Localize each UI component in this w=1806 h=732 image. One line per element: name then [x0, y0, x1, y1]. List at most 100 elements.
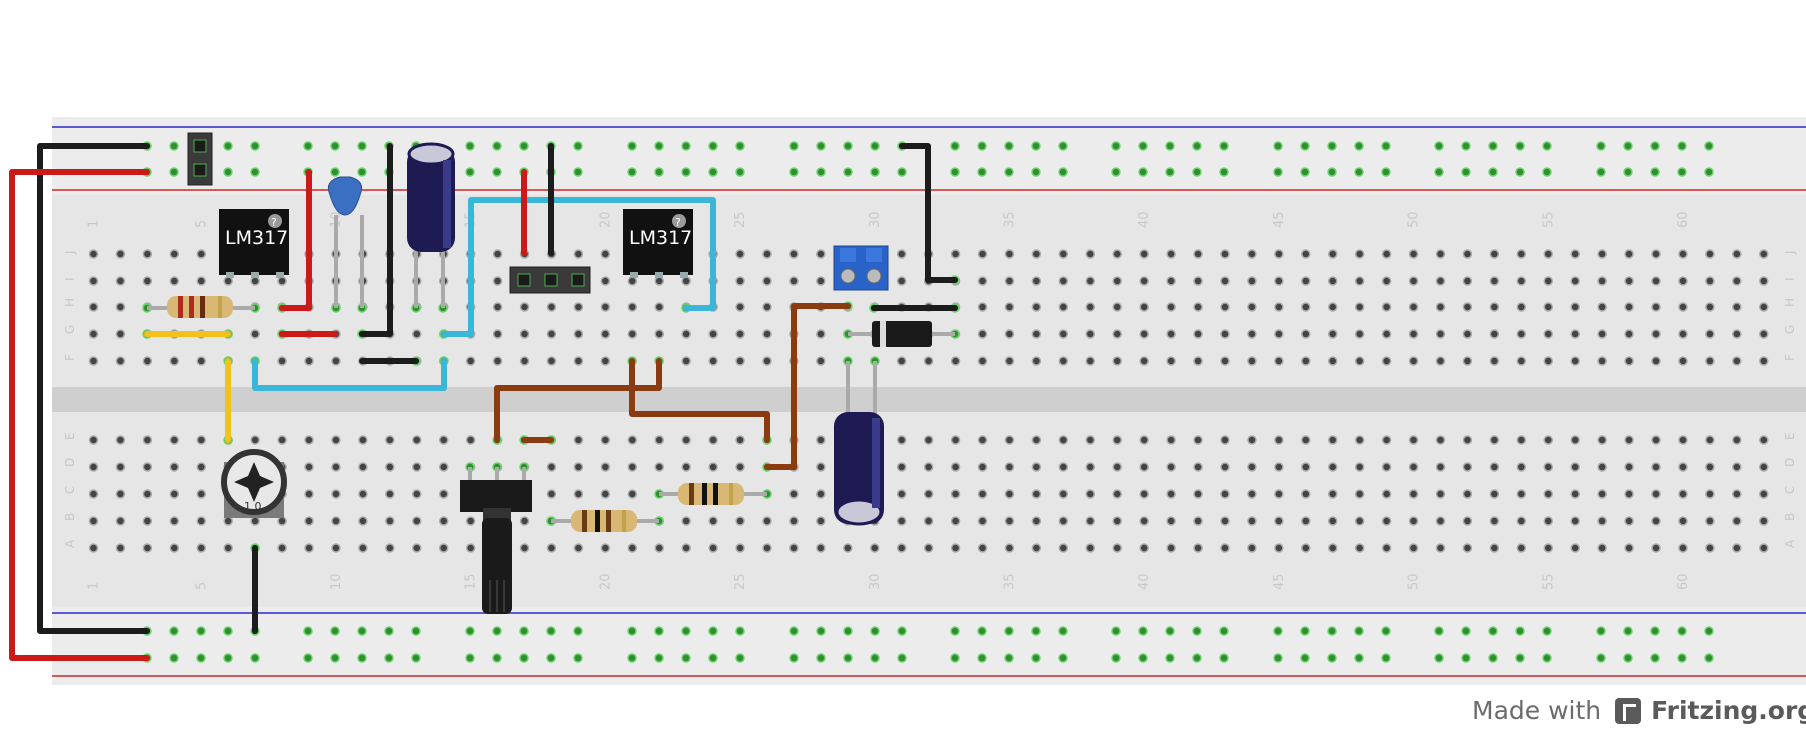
breadboard-hole [1434, 167, 1444, 177]
breadboard-hole [1274, 516, 1284, 526]
row-letter: I [63, 277, 77, 281]
column-number: 55 [1541, 573, 1556, 590]
breadboard-hole [627, 626, 637, 636]
breadboard-hole [1408, 516, 1419, 526]
breadboard-hole [896, 249, 907, 259]
row-letter: C [1783, 486, 1797, 494]
breadboard-hole [627, 435, 638, 445]
breadboard-hole [1139, 302, 1149, 312]
breadboard-hole [1327, 489, 1338, 499]
breadboard-hole [1031, 302, 1042, 312]
breadboard-hole [923, 489, 934, 499]
breadboard-hole [1651, 516, 1661, 526]
breadboard-hole [1651, 435, 1661, 445]
breadboard-hole [1732, 276, 1742, 286]
breadboard-hole [1732, 489, 1742, 499]
breadboard-hole [250, 141, 260, 151]
breadboard-hole [1354, 462, 1365, 472]
row-letter: F [63, 354, 77, 361]
breadboard-hole [115, 276, 126, 286]
breadboard-hole [977, 302, 988, 312]
breadboard-hole [1004, 249, 1015, 259]
breadboard-hole [1138, 626, 1148, 636]
breadboard-hole [627, 329, 638, 339]
breadboard-hole [1138, 653, 1148, 663]
breadboard-hole [1166, 516, 1176, 526]
breadboard-hole [1381, 462, 1392, 472]
breadboard-hole [896, 356, 907, 366]
ceramic-capacitor [327, 176, 364, 308]
credit-made-with: Made with [1472, 696, 1602, 725]
breadboard-hole [1354, 167, 1364, 177]
breadboard-hole [1327, 276, 1338, 286]
breadboard-hole [1408, 435, 1419, 445]
breadboard-hole [843, 167, 853, 177]
breadboard-hole [1678, 302, 1688, 312]
breadboard-hole [977, 329, 988, 339]
breadboard-hole [1624, 462, 1634, 472]
breadboard-hole [1381, 276, 1392, 286]
resistor-band [218, 296, 222, 318]
breadboard-hole [1732, 329, 1742, 339]
breadboard-hole [1570, 356, 1580, 366]
column-number: 40 [1137, 573, 1152, 590]
breadboard-hole [1219, 626, 1229, 636]
breadboard-hole [1301, 489, 1311, 499]
breadboard-hole [1462, 329, 1473, 339]
breadboard-hole [1516, 356, 1527, 366]
regulator-1-pin [276, 272, 284, 278]
breadboard-hole [223, 543, 233, 553]
breadboard-hole [1031, 141, 1041, 151]
breadboard-hole [573, 653, 583, 663]
pot-body [460, 480, 532, 512]
breadboard-hole [277, 276, 287, 286]
breadboard-hole [1597, 249, 1607, 259]
breadboard-hole [304, 435, 314, 445]
breadboard-hole [1166, 356, 1176, 366]
breadboard-hole [1759, 462, 1769, 472]
regulator-1-pin [226, 272, 234, 278]
breadboard-hole [519, 626, 529, 636]
breadboard-hole [1381, 516, 1392, 526]
breadboard-hole [1004, 302, 1015, 312]
breadboard-hole [1166, 302, 1176, 312]
breadboard-hole [1597, 543, 1607, 553]
breadboard-hole [250, 435, 260, 445]
breadboard-hole [223, 141, 233, 151]
trimmer-label: 1 0 [244, 500, 262, 513]
breadboard-hole [1678, 462, 1688, 472]
breadboard-hole [492, 167, 502, 177]
breadboard-hole [1435, 489, 1446, 499]
breadboard-hole [1381, 489, 1392, 499]
breadboard-hole [223, 626, 233, 636]
breadboard-hole [1597, 435, 1607, 445]
breadboard-hole [600, 329, 611, 339]
breadboard-hole [1543, 276, 1554, 286]
breadboard-hole [1085, 489, 1096, 499]
breadboard-hole [1004, 516, 1015, 526]
breadboard-hole [843, 626, 853, 636]
breadboard-hole [412, 435, 422, 445]
breadboard-hole [1219, 141, 1229, 151]
breadboard-hole [385, 543, 395, 553]
breadboard-hole [816, 489, 826, 499]
breadboard-hole [816, 141, 826, 151]
breadboard-hole [1058, 543, 1069, 553]
resistor-body [678, 483, 744, 505]
breadboard-hole [1031, 516, 1042, 526]
breadboard-hole [1381, 356, 1392, 366]
credit-brand: Fritzing.org [1651, 696, 1806, 725]
breadboard-hole [762, 329, 772, 339]
breadboard-hole [1004, 141, 1014, 151]
breadboard-hole [627, 167, 637, 177]
breadboard-hole [977, 462, 988, 472]
breadboard-hole [304, 489, 314, 499]
breadboard-hole [735, 276, 745, 286]
breadboard-hole [1408, 329, 1419, 339]
breadboard-hole [1570, 543, 1580, 553]
row-letter: B [1783, 513, 1797, 521]
breadboard-hole [1301, 329, 1311, 339]
breadboard-hole [1759, 302, 1769, 312]
breadboard-hole [789, 249, 799, 259]
